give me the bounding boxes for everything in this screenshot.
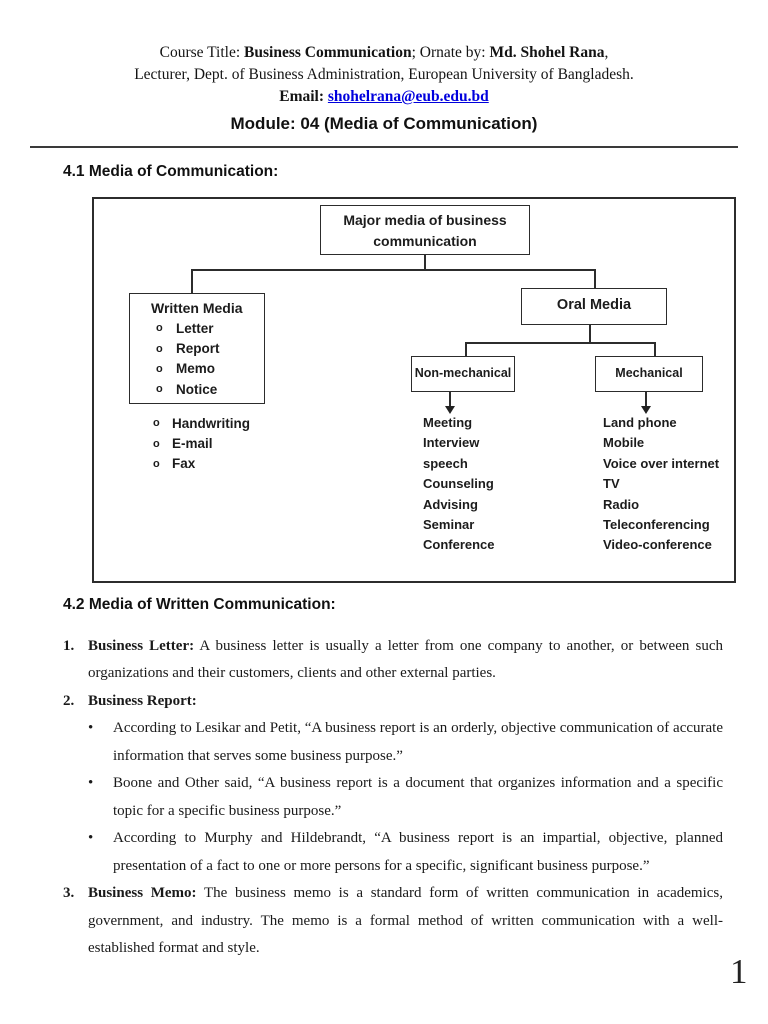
- email-line: Email: shohelrana@eub.edu.bd: [0, 86, 768, 108]
- media-diagram: Major media of business communication Wr…: [92, 197, 736, 583]
- list-item: TV: [603, 476, 620, 492]
- module-title: Module: 04 (Media of Communication): [230, 114, 538, 133]
- dot-bullet-icon: •: [88, 720, 94, 736]
- item-number: 3.: [63, 885, 75, 901]
- arrow-nonmech-shaft: [449, 392, 451, 407]
- list-item: Land phone: [603, 415, 677, 430]
- circle-bullet-icon: o: [156, 342, 163, 355]
- list-item: Mobile: [603, 435, 645, 451]
- list-item: Conference: [423, 537, 495, 553]
- mechanical-box: Mechanical: [595, 356, 703, 392]
- connector-oral-drop: [594, 269, 596, 288]
- list-item: Teleconferencing: [603, 517, 710, 533]
- dot-bullet-icon: •: [88, 830, 94, 846]
- list-item: Meeting: [423, 415, 473, 430]
- written-media-title: Written Media: [151, 300, 243, 316]
- bullet-text: According to Lesikar and Petit, “A busin…: [113, 720, 723, 764]
- bullet-item: • According to Lesikar and Petit, “A bus…: [88, 715, 723, 770]
- connector-root-drop: [424, 255, 426, 271]
- line1-suffix: ,: [604, 44, 609, 61]
- circle-bullet-icon: o: [153, 417, 160, 430]
- section-41-heading: 4.1 Media of Communication:: [63, 163, 279, 180]
- list-item: Voice over internet: [603, 455, 720, 471]
- bullet-item: • According to Murphy and Hildebrandt, “…: [88, 825, 723, 880]
- course-title-line: Course Title: Business Communication; Or…: [0, 42, 768, 64]
- item-lead: Business Letter:: [88, 637, 195, 654]
- numbered-item-1: 1. Business Letter: A business letter is…: [63, 633, 723, 688]
- item-text: The business memo is a standard form of …: [88, 885, 723, 956]
- circle-bullet-icon: o: [153, 457, 160, 470]
- section-42-heading: 4.2 Media of Written Communication:: [63, 596, 336, 613]
- list-item: Radio: [603, 496, 640, 512]
- ornate-prefix: ; Ornate by:: [411, 44, 490, 61]
- dot-bullet-icon: •: [88, 775, 94, 791]
- non-mechanical-box: Non-mechanical: [411, 356, 515, 392]
- circle-bullet-icon: o: [153, 437, 160, 450]
- email-link[interactable]: shohelrana@eub.edu.bd: [327, 88, 489, 105]
- list-item: speech: [423, 455, 468, 471]
- connector-oral-down: [589, 325, 591, 344]
- non-mechanical-list: Meeting Interview speech Counseling Advi…: [423, 413, 495, 556]
- root-line1: Major media of business: [343, 212, 507, 228]
- bullet-text: Boone and Other said, “A business report…: [113, 775, 723, 819]
- horizontal-rule: [30, 146, 738, 148]
- list-item: Video-conference: [603, 537, 712, 553]
- lecturer-line: Lecturer, Dept. of Business Administrati…: [134, 66, 634, 83]
- connector-written-drop: [191, 269, 193, 293]
- connector-mech-drop: [654, 342, 656, 356]
- down-arrow-icon: [641, 406, 651, 414]
- root-line2: communication: [373, 233, 477, 249]
- item-body: Business Memo: The business memo is a st…: [88, 880, 723, 963]
- item-text: A business letter is usually a letter fr…: [88, 637, 723, 682]
- numbered-item-3: 3. Business Memo: The business memo is a…: [63, 880, 723, 963]
- connector-level2: [465, 342, 656, 344]
- list-item: Advising: [423, 496, 478, 512]
- item-number: 2.: [63, 692, 75, 709]
- list-item: Interview: [423, 435, 480, 451]
- arrow-mech-shaft: [645, 392, 647, 407]
- list-item: Seminar: [423, 517, 475, 533]
- connector-level1: [191, 269, 596, 271]
- list-item: Counseling: [423, 476, 494, 492]
- item-body: Business Report:: [88, 688, 723, 716]
- course-header: Course Title: Business Communication; Or…: [0, 42, 768, 108]
- page-number: 1: [730, 952, 748, 991]
- mechanical-list: Land phone Mobile Voice over internet TV…: [603, 413, 719, 556]
- email-label: Email:: [279, 88, 328, 105]
- item-lead: Business Memo:: [88, 885, 197, 901]
- item-body: Business Letter: A business letter is us…: [88, 633, 723, 688]
- oral-media-box: Oral Media: [521, 288, 667, 325]
- connector-nonmech-drop: [465, 342, 467, 356]
- down-arrow-icon: [445, 406, 455, 414]
- author-name: Md. Shohel Rana: [489, 44, 605, 61]
- course-title: Business Communication: [244, 44, 412, 61]
- item-lead: Business Report:: [88, 692, 197, 709]
- diagram-root-box: Major media of business communication: [320, 205, 530, 255]
- numbered-item-2: 2. Business Report:: [63, 688, 723, 716]
- bullet-text: According to Murphy and Hildebrandt, “A …: [113, 830, 723, 874]
- item-number: 1.: [63, 637, 75, 654]
- circle-bullet-icon: o: [156, 362, 163, 375]
- circle-bullet-icon: o: [156, 322, 163, 335]
- bullet-item: • Boone and Other said, “A business repo…: [88, 770, 723, 825]
- section-42: 4.2 Media of Written Communication: 1. B…: [63, 591, 723, 963]
- circle-bullet-icon: o: [156, 383, 163, 396]
- course-prefix: Course Title:: [159, 44, 245, 61]
